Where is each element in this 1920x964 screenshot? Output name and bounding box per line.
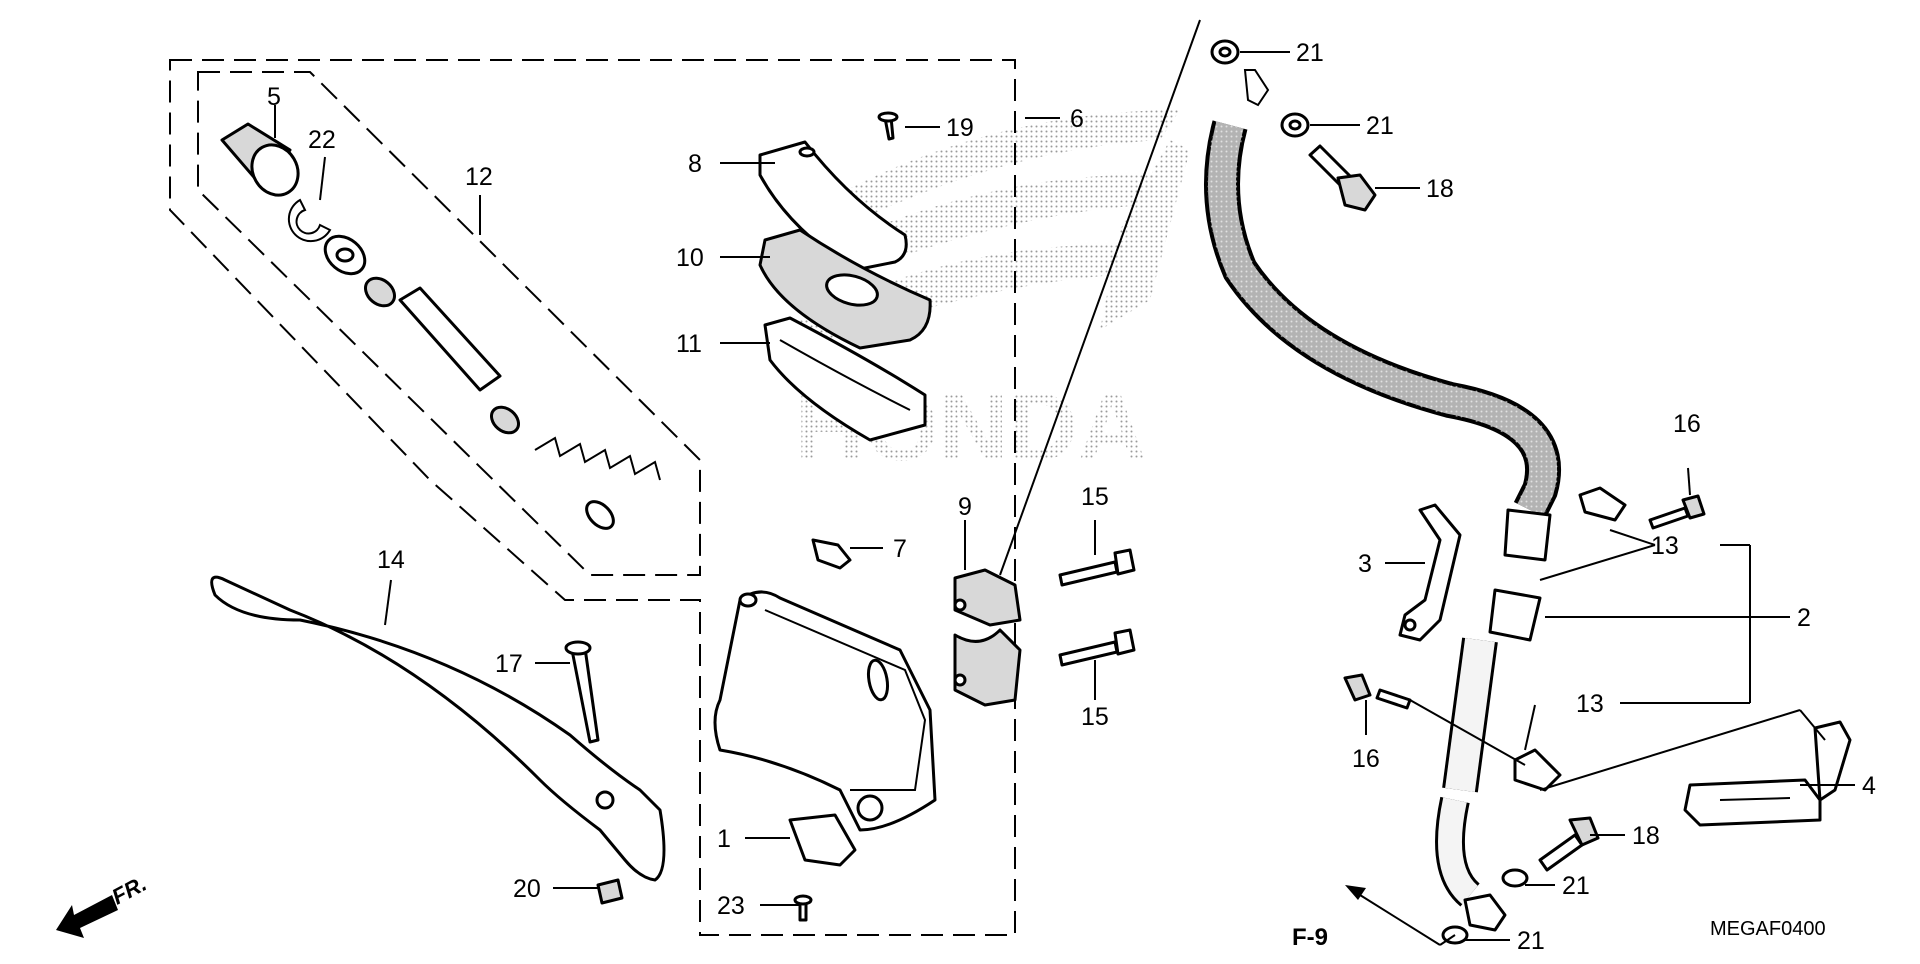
clamp-bolt-lower-part — [1375, 688, 1412, 710]
clip-part — [811, 538, 852, 570]
callout-9: 9 — [958, 493, 972, 521]
callout-22: 22 — [308, 126, 336, 154]
master-cylinder-body-part — [713, 590, 937, 832]
master-cylinder-assembly-outline — [169, 59, 1016, 936]
hose-clip-upper-part — [1578, 486, 1627, 522]
sealing-washer-3-part — [1501, 868, 1529, 888]
stop-switch-part — [788, 813, 857, 867]
callout-15-lower: 15 — [1081, 703, 1109, 731]
callout-18-upper: 18 — [1426, 175, 1454, 203]
piston-part — [398, 286, 502, 392]
callout-16-upper: 16 — [1673, 410, 1701, 438]
callout-1: 1 — [717, 825, 731, 853]
holder-bolt-upper-part — [1058, 560, 1119, 587]
callout-6: 6 — [1070, 105, 1084, 133]
lever-nut-part — [596, 878, 624, 905]
callout-21-top: 21 — [1296, 39, 1324, 67]
pivot-bolt-part — [570, 646, 600, 744]
callout-21-upper: 21 — [1366, 112, 1394, 140]
hose-clamp-upper-part — [1398, 503, 1462, 642]
callout-17: 17 — [495, 650, 523, 678]
front-direction-arrow: FR. — [56, 871, 151, 938]
callout-7: 7 — [893, 535, 907, 563]
oil-bolt-lower-part — [1538, 833, 1584, 872]
diagram-code: MEGAF0400 — [1710, 918, 1826, 940]
callout-2: 2 — [1797, 604, 1811, 632]
callout-18-lower: 18 — [1632, 822, 1660, 850]
circlip-part — [287, 198, 332, 243]
hose-clamp-lower-part — [1683, 778, 1822, 827]
reservoir-cap-parts — [758, 111, 932, 442]
brake-lever-part — [210, 575, 666, 882]
brake-hose-part — [1204, 69, 1562, 932]
piston-kit-parts — [220, 122, 661, 530]
holder-part — [953, 568, 1022, 627]
piston-set-outline — [197, 71, 701, 576]
callout-numbers: 5 22 12 6 8 19 10 11 7 9 15 15 14 17 20 … — [267, 39, 1876, 955]
callout-8: 8 — [688, 150, 702, 178]
callout-10: 10 — [676, 244, 704, 272]
callout-12: 12 — [465, 163, 493, 191]
callout-5: 5 — [267, 83, 281, 111]
reference-page-label: F-9 — [1292, 924, 1328, 951]
hose-clip-lower-part — [1513, 748, 1562, 792]
callout-4: 4 — [1862, 772, 1876, 800]
clamp-bolt-upper-part — [1648, 506, 1690, 530]
spring-part — [534, 436, 661, 530]
callout-21-bottom: 21 — [1517, 927, 1545, 955]
callout-20: 20 — [513, 875, 541, 903]
callout-14: 14 — [377, 546, 405, 574]
callout-15-upper: 15 — [1081, 483, 1109, 511]
callout-21-lower: 21 — [1562, 872, 1590, 900]
callout-16-lower: 16 — [1352, 745, 1380, 773]
callout-19: 19 — [946, 114, 974, 142]
diaphragm-part — [763, 316, 927, 442]
callout-23: 23 — [717, 892, 745, 920]
reservoir-cap-part — [758, 140, 908, 272]
callout-3: 3 — [1358, 550, 1372, 578]
callout-13-lower: 13 — [1576, 690, 1604, 718]
leader-lines — [274, 19, 1855, 941]
holder-bolt-lower-part — [1058, 640, 1119, 667]
reference-arrow — [1345, 885, 1456, 946]
callout-11: 11 — [676, 330, 702, 358]
callout-13-upper: 13 — [1651, 532, 1679, 560]
